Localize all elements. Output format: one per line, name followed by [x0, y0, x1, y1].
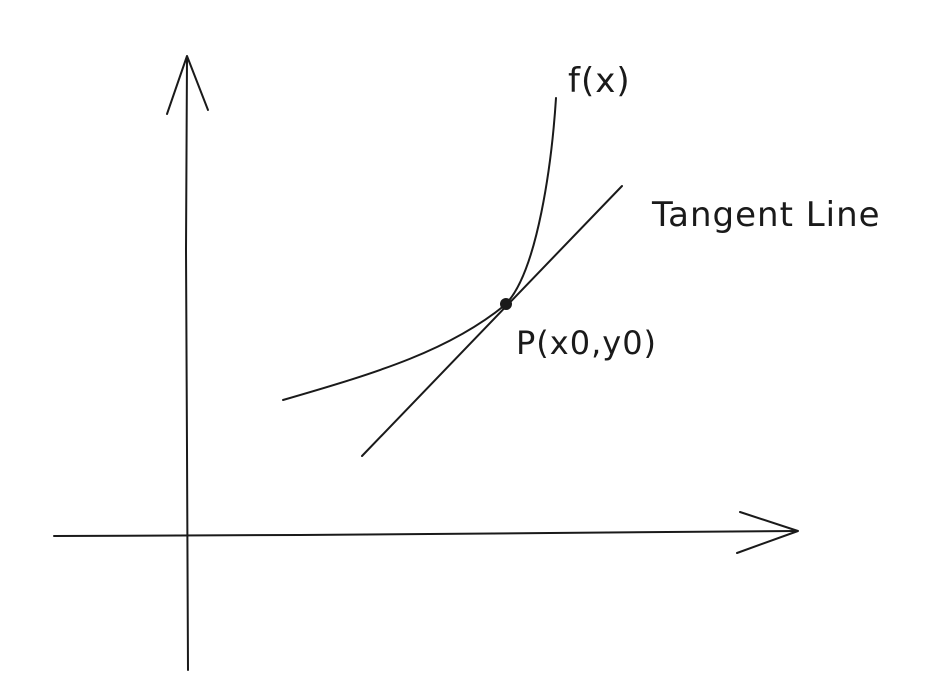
x-axis-arrowhead: [736, 511, 799, 554]
tangent-point: [500, 298, 512, 310]
tangent-line-label: Tangent Line: [651, 195, 881, 235]
x-axis-line: [53, 530, 798, 537]
y-axis: [166, 55, 209, 671]
curve-label: f(x): [568, 61, 631, 101]
y-axis-arrowhead: [166, 55, 209, 115]
y-axis-line: [185, 56, 189, 671]
tangent-line: [361, 185, 623, 457]
point-label: P(x0,y0): [516, 324, 657, 362]
x-axis: [53, 511, 799, 554]
